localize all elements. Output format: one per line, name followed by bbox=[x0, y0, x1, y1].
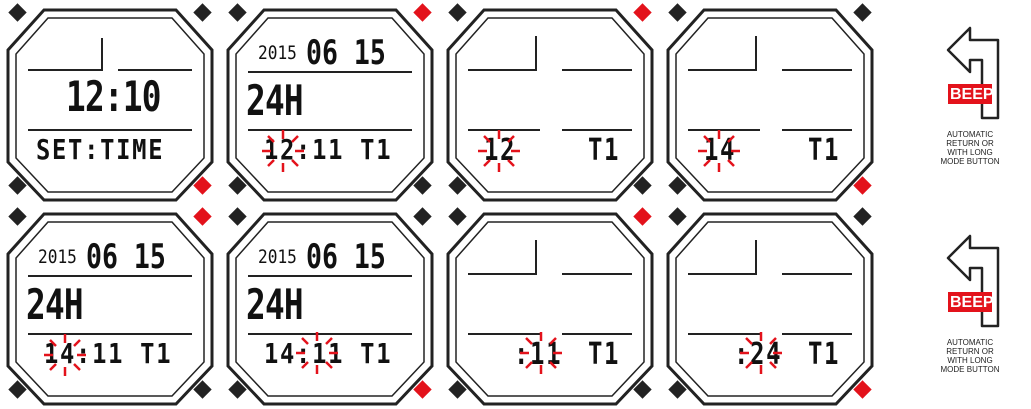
t1-display: T1 bbox=[808, 136, 840, 166]
t1-display: T1 bbox=[808, 340, 840, 370]
t1-display: T1 bbox=[588, 340, 620, 370]
blink-indicator-icon bbox=[696, 128, 742, 174]
time-display: 12:10 bbox=[66, 76, 161, 118]
year-display: 2015 bbox=[38, 248, 77, 267]
beep-label: BEEP bbox=[950, 294, 994, 312]
return-panel-1: BEEP AUTOMATIC RETURN OR WITH LONG MODE … bbox=[944, 24, 1024, 166]
watch-2: 2015 06 15 24H 12:11 T1 bbox=[224, 2, 436, 202]
format-display: 24H bbox=[246, 80, 303, 122]
date-display: 06 15 bbox=[306, 240, 386, 274]
menu-label: SET:TIME bbox=[36, 136, 164, 164]
button-top-left bbox=[8, 3, 26, 21]
year-display: 2015 bbox=[258, 248, 297, 267]
button-top-right bbox=[193, 3, 211, 21]
t1-display: T1 bbox=[588, 136, 620, 166]
blink-indicator-icon bbox=[260, 128, 306, 174]
format-display: 24H bbox=[246, 284, 303, 326]
return-caption: AUTOMATIC RETURN OR WITH LONG MODE BUTTO… bbox=[930, 338, 1010, 374]
watch-5: 2015 06 15 24H 14:11 T1 bbox=[4, 206, 216, 406]
watch-8: :24 T1 bbox=[664, 206, 876, 406]
watch-3: 12 T1 bbox=[444, 2, 656, 202]
return-arrow-icon bbox=[944, 232, 1004, 332]
return-caption: AUTOMATIC RETURN OR WITH LONG MODE BUTTO… bbox=[930, 130, 1010, 166]
blink-indicator-icon bbox=[294, 330, 340, 376]
blink-indicator-icon bbox=[476, 128, 522, 174]
blink-indicator-icon bbox=[42, 332, 88, 378]
return-arrow-icon bbox=[944, 24, 1004, 124]
watch-4: 14 T1 bbox=[664, 2, 876, 202]
format-display: 24H bbox=[26, 284, 83, 326]
blink-indicator-icon bbox=[518, 330, 564, 376]
return-panel-2: BEEP AUTOMATIC RETURN OR WITH LONG MODE … bbox=[944, 232, 1024, 374]
watch-1: 12:10 SET:TIME bbox=[4, 2, 216, 202]
beep-label: BEEP bbox=[950, 86, 994, 104]
watch-7: :11 T1 bbox=[444, 206, 656, 406]
blink-indicator-icon bbox=[738, 330, 784, 376]
year-display: 2015 bbox=[258, 44, 297, 63]
watch-frame bbox=[664, 206, 876, 406]
watch-frame bbox=[444, 206, 656, 406]
date-display: 06 15 bbox=[306, 36, 386, 70]
date-display: 06 15 bbox=[86, 240, 166, 274]
watch-6: 2015 06 15 24H 14:11 T1 bbox=[224, 206, 436, 406]
